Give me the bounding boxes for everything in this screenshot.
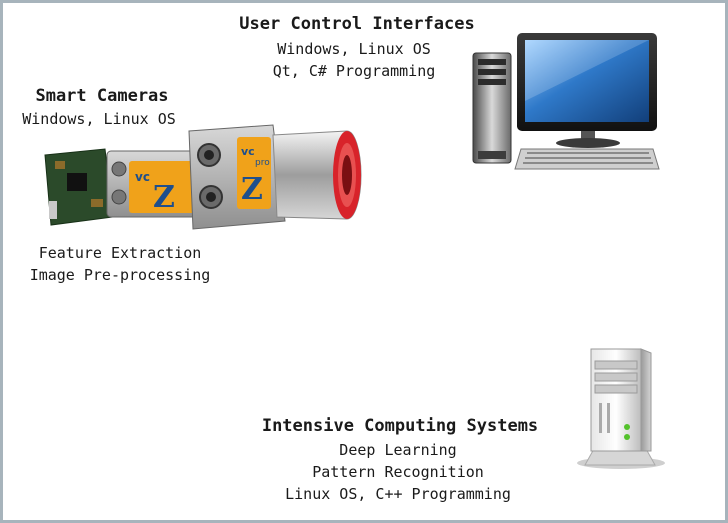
svg-text:Z: Z bbox=[153, 180, 175, 215]
intensive-computing-title: Intensive Computing Systems bbox=[261, 416, 539, 436]
svg-text:Z: Z bbox=[241, 172, 263, 207]
image-preprocessing-label: Image Pre-processing bbox=[29, 266, 211, 284]
user-control-line-1: Windows, Linux OS bbox=[277, 40, 431, 58]
smart-camera-icon: vc Z vc pro Z bbox=[44, 124, 362, 230]
smart-cameras-os: Windows, Linux OS bbox=[22, 110, 176, 128]
server-tower-icon bbox=[577, 348, 665, 469]
svg-text:vc: vc bbox=[241, 145, 255, 158]
circuit-board-icon bbox=[44, 148, 114, 226]
desktop-computer-icon bbox=[472, 33, 660, 170]
intensive-line-pattern-recognition: Pattern Recognition bbox=[312, 463, 484, 481]
user-control-title: User Control Interfaces bbox=[239, 14, 475, 34]
intensive-line-deep-learning: Deep Learning bbox=[339, 441, 457, 459]
intensive-line-linux-cpp: Linux OS, C++ Programming bbox=[285, 485, 511, 503]
svg-text:vc: vc bbox=[135, 170, 150, 184]
feature-extraction-label: Feature Extraction bbox=[38, 244, 202, 262]
smart-cameras-title: Smart Cameras bbox=[35, 86, 169, 106]
user-control-line-2: Qt, C# Programming bbox=[272, 62, 436, 80]
svg-text:pro: pro bbox=[255, 158, 270, 168]
